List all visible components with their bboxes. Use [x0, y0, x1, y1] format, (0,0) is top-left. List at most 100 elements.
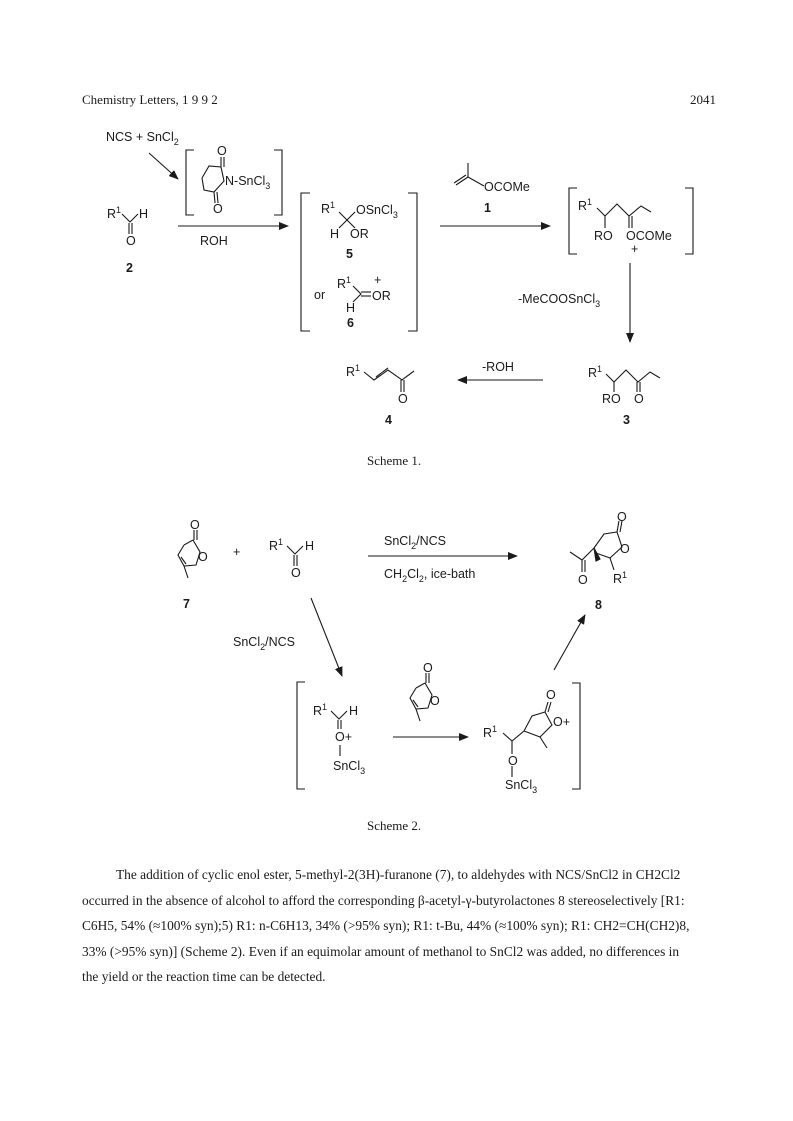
scheme-1-caption: Scheme 1. — [367, 453, 422, 468]
roh-label: ROH — [200, 234, 228, 248]
prod4-r1: R1 — [346, 363, 360, 379]
prod3-o: O — [634, 392, 644, 406]
complex-r1: R1 — [313, 702, 327, 718]
complex-bonds — [330, 710, 348, 720]
int5-r1: R1 — [321, 200, 335, 216]
compound-5-label: 5 — [346, 247, 353, 261]
int5-osncl3: OSnCl3 — [356, 203, 398, 220]
arrow-to-product-8 — [553, 614, 586, 671]
mecoosncl3-label: -MeCOOSnCl3 — [518, 292, 600, 309]
s2-solvent: CH2Cl2, ice-bath — [384, 567, 475, 584]
furanone-reagent-ring-o: O — [430, 694, 440, 708]
enol-acetate-1 — [453, 163, 485, 187]
ion-r1: R1 — [578, 197, 592, 213]
reagent-ncs-sncl2: NCS + SnCl2 — [106, 130, 179, 147]
page-number: 2041 — [690, 92, 716, 107]
complex-oplus: O+ — [335, 730, 352, 744]
aldehyde-bonds — [121, 213, 139, 223]
compound-2-label: 2 — [126, 261, 133, 275]
int6-or: OR — [372, 289, 391, 303]
or-word: or — [314, 288, 325, 302]
prod3-r1: R1 — [588, 364, 602, 380]
oxo-sncl3: SnCl3 — [505, 778, 537, 795]
s2-aldehyde-r1: R1 — [269, 537, 283, 553]
ion-ocome: OCOMe — [626, 229, 672, 243]
n-sncl3-label: N-SnCl3 — [225, 174, 270, 191]
bracket-complex-left — [296, 681, 305, 790]
paragraph-line-5: the yield or the reaction time can be de… — [82, 969, 326, 985]
int5-bonds-bottom — [338, 219, 356, 229]
int5-h: H — [330, 227, 339, 241]
arrow-to-complex — [310, 597, 343, 677]
bracket-ion-right — [685, 187, 694, 255]
reagent-arrow — [148, 152, 179, 180]
compound-3-label: 3 — [623, 413, 630, 427]
succinimide-o-top: O — [217, 144, 227, 158]
bracket-right — [274, 149, 283, 216]
aldehyde-h: H — [139, 207, 148, 221]
s2-aldehyde-bonds — [286, 545, 304, 555]
enol-ocome: OCOMe — [484, 180, 530, 194]
paragraph-line-1: The addition of cyclic enol ester, 5-met… — [116, 867, 681, 882]
bracket-oxo-right — [572, 682, 581, 790]
int5-bonds-top — [338, 211, 356, 221]
scheme-2-diagram: O O 7 + R1 H O SnCl2/NCS CH2Cl2, ice-bat… — [177, 510, 630, 795]
int5-or: OR — [350, 227, 369, 241]
int6-bonds — [352, 285, 362, 303]
lactone8-carbonyl-o: O — [617, 510, 627, 524]
ion-chain — [596, 203, 652, 217]
ion-plus: + — [631, 242, 638, 256]
ion-ro: RO — [594, 229, 613, 243]
paragraph-line-2: occurred in the absence of alcohol to af… — [82, 892, 685, 908]
compound-7-label: 7 — [183, 597, 190, 611]
prod3-chain — [605, 369, 661, 383]
furanone-7 — [177, 530, 201, 579]
s2-reagent-side: SnCl2/NCS — [233, 635, 295, 652]
s2-aldehyde-h: H — [305, 539, 314, 553]
lactone8-r1: R1 — [613, 570, 627, 586]
prod3-ro: RO — [602, 392, 621, 406]
bracket-5-6-right — [408, 192, 418, 332]
journal-header: Chemistry Letters, 1 9 9 2 — [82, 92, 218, 107]
s2-aldehyde-o: O — [291, 566, 301, 580]
compound-4-label: 4 — [385, 413, 392, 427]
int6-plus: + — [374, 273, 381, 287]
furanone-reagent — [409, 673, 433, 722]
lactone8-acetyl-o: O — [578, 573, 588, 587]
compound-6-label: 6 — [347, 316, 354, 330]
plus-sign: + — [233, 545, 240, 559]
complex-h: H — [349, 704, 358, 718]
bracket-5-6-left — [300, 192, 310, 332]
lactone8-ring-o: O — [620, 542, 630, 556]
furanone-reagent-carbonyl-o: O — [423, 661, 433, 675]
s2-reagent-top: SnCl2/NCS — [384, 534, 446, 551]
furanone7-carbonyl-o: O — [190, 518, 200, 532]
compound-8-label: 8 — [595, 598, 602, 612]
paragraph-line-4: 33% (>95% syn)] (Scheme 2). Even if an e… — [82, 943, 680, 959]
oxo-carbonyl-o: O — [546, 688, 556, 702]
minus-roh-label: -ROH — [482, 360, 514, 374]
prod4-o: O — [398, 392, 408, 406]
int6-h: H — [346, 301, 355, 315]
scheme-2-caption: Scheme 2. — [367, 818, 422, 833]
aldehyde-r1: R1 — [107, 205, 121, 221]
oxo-ring-oplus: O+ — [553, 715, 570, 729]
furanone7-ring-o: O — [198, 550, 208, 564]
aldehyde-o: O — [126, 234, 136, 248]
paragraph-line-3: C6H5, 54% (≈100% syn);5) R1: n-C6H13, 34… — [82, 918, 690, 934]
succinimide-o-bottom: O — [213, 202, 223, 216]
prod4-chain — [363, 369, 415, 381]
prod4-double — [375, 367, 389, 378]
scheme-1-diagram: NCS + SnCl2 O O N-SnCl3 R1 H O 2 ROH R1 … — [106, 130, 694, 427]
bracket-ion-left — [568, 187, 577, 255]
compound-1-label: 1 — [484, 201, 491, 215]
lactone-8 — [569, 520, 623, 572]
int6-r1: R1 — [337, 275, 351, 291]
oxo-o: O — [508, 754, 518, 768]
oxo-r1: R1 — [483, 724, 497, 740]
paragraph: The addition of cyclic enol ester, 5-met… — [82, 862, 714, 990]
oxocarbenium-ring — [502, 701, 553, 777]
bracket-left — [185, 149, 194, 216]
succinimide-ring — [201, 157, 225, 204]
complex-sncl3: SnCl3 — [333, 759, 365, 776]
